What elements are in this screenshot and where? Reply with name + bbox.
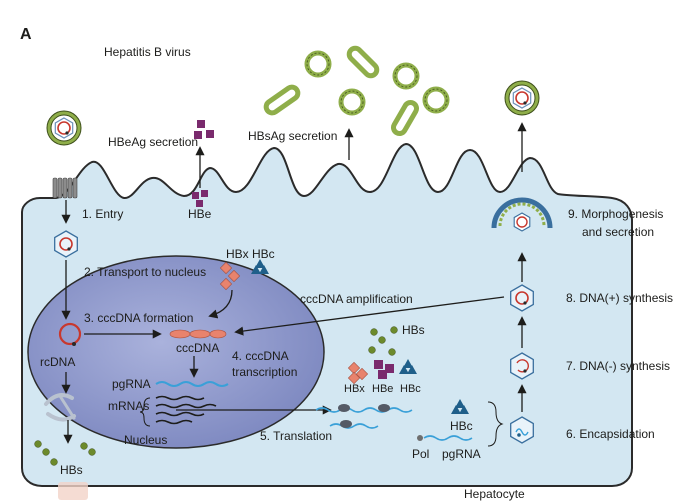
capsid-dna-minus-icon bbox=[510, 352, 534, 380]
mrnas-strands bbox=[155, 395, 217, 425]
released-virion-icon bbox=[504, 80, 540, 116]
receptor-icon bbox=[52, 177, 78, 199]
step-1-label: 1. Entry bbox=[82, 207, 123, 221]
hbsag-filament-icon bbox=[346, 45, 380, 79]
hbx-to-cccdna-arrow bbox=[208, 289, 233, 319]
step-6-label: 6. Encapsidation bbox=[566, 427, 655, 441]
step-4-label-line2: transcription bbox=[232, 365, 297, 379]
pgrna-low-strand bbox=[423, 435, 473, 441]
ribosome-icon bbox=[315, 404, 413, 429]
cccdna-amplification-label: cccDNA amplification bbox=[300, 292, 413, 306]
hepatocyte-label: Hepatocyte bbox=[464, 487, 525, 501]
panel-letter: A bbox=[20, 26, 32, 43]
hbx-mid-label: HBx bbox=[344, 383, 365, 395]
mrnas-label: mRNAs bbox=[108, 399, 149, 413]
rcdna-icon bbox=[58, 322, 82, 346]
hbx-top-label: HBx bbox=[226, 247, 249, 261]
hbeag-squares-icon bbox=[194, 120, 214, 139]
hbeag-secretion-label: HBeAg secretion bbox=[108, 135, 198, 149]
step-8-label: 8. DNA(+) synthesis bbox=[566, 291, 673, 305]
nucleus-label: Nucleus bbox=[124, 433, 167, 447]
step-7-label: 7. DNA(-) synthesis bbox=[566, 359, 670, 373]
hbsag-sphere-icon bbox=[395, 65, 417, 87]
uncoating-icon bbox=[44, 393, 76, 422]
rcdna-label: rcDNA bbox=[40, 355, 75, 369]
pgrna-label: pgRNA bbox=[112, 377, 151, 391]
hbc-low-label: HBc bbox=[450, 419, 473, 433]
hbv-virion-icon bbox=[46, 110, 82, 146]
step-3-label: 3. cccDNA formation bbox=[84, 311, 193, 325]
virus-label: Hepatitis B virus bbox=[104, 45, 191, 59]
pol-label: Pol bbox=[412, 447, 429, 461]
capsid-encapsidation-icon bbox=[510, 416, 534, 444]
hbe-mid-label: HBe bbox=[372, 383, 393, 395]
hbe-squares-icon bbox=[192, 190, 208, 207]
hbsag-sphere-icon bbox=[341, 91, 363, 113]
budding-envelope-icon bbox=[491, 197, 553, 232]
nucleus bbox=[27, 255, 325, 449]
capsid-dna-plus-icon bbox=[510, 284, 534, 312]
hbs-bottom-label: HBs bbox=[60, 463, 83, 477]
hbc-mid-label: HBc bbox=[400, 383, 421, 395]
watermark-block bbox=[58, 482, 88, 500]
step-9-label-line1: 9. Morphogenesis bbox=[568, 207, 663, 221]
hbsag-filament-icon bbox=[391, 99, 419, 137]
hbsag-secretion-label: HBsAg secretion bbox=[248, 129, 337, 143]
step-9-label-line2: and secretion bbox=[582, 225, 654, 239]
pgrna-strand bbox=[155, 381, 229, 387]
mrnas-brace bbox=[139, 397, 151, 427]
step-4-label-line1: 4. cccDNA bbox=[232, 349, 289, 363]
pol-icon bbox=[417, 435, 423, 441]
capsid-icon bbox=[54, 230, 78, 258]
hbsag-filament-icon bbox=[263, 84, 301, 116]
hbe-small-label: HBe bbox=[188, 207, 212, 221]
hbe-mid-icon bbox=[374, 360, 394, 379]
cccdna-amplification-arrow bbox=[234, 296, 505, 336]
pgrna-low-label: pgRNA bbox=[442, 447, 481, 461]
hbsag-sphere-icon bbox=[307, 53, 329, 75]
hbc-top-label: HBc bbox=[252, 247, 275, 261]
cccdna-icon bbox=[169, 329, 227, 339]
encapsidation-brace bbox=[487, 401, 504, 447]
hbsag-sphere-icon bbox=[425, 89, 447, 111]
step-2-label: 2. Transport to nucleus bbox=[84, 265, 206, 279]
cccdna-label: cccDNA bbox=[176, 341, 219, 355]
step-5-label: 5. Translation bbox=[260, 429, 332, 443]
hbs-mid-label: HBs bbox=[402, 323, 425, 337]
